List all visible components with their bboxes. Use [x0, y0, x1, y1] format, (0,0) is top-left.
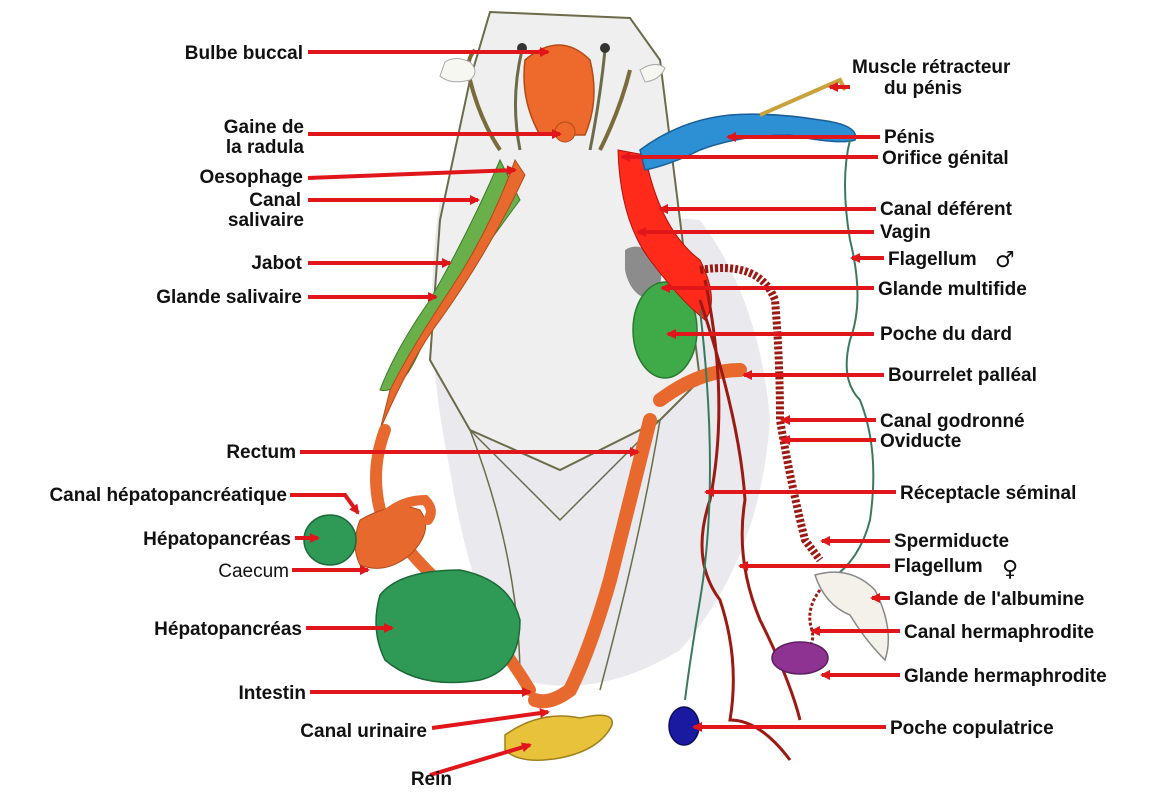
label-muscle-retracteur-line1: Muscle rétracteur — [852, 57, 1011, 78]
label-canal-urinaire: Canal urinaire — [300, 721, 427, 742]
label-vagin: Vagin — [880, 222, 931, 243]
hermaphrodite-duct — [805, 590, 820, 650]
label-flagellum-female: Flagellum — [894, 556, 983, 577]
penis-shape — [640, 114, 856, 170]
label-glande-albumine: Glande de l'albumine — [894, 589, 1084, 610]
label-oviducte: Oviducte — [880, 431, 961, 452]
label-canal-hepatopancreatique: Canal hépatopancréatique — [49, 485, 287, 506]
label-canal-hermaphrodite: Canal hermaphrodite — [904, 622, 1094, 643]
label-oesophage: Oesophage — [200, 167, 303, 188]
label-canal-salivaire-line1: Canal — [249, 190, 301, 211]
label-penis: Pénis — [884, 127, 935, 148]
male-symbol: ♂ — [995, 248, 1015, 273]
label-canal-salivaire-line2: salivaire — [228, 210, 304, 231]
stub-left — [440, 59, 475, 82]
label-rein: Rein — [411, 769, 452, 790]
label-intestin: Intestin — [238, 683, 306, 704]
buccal-bulb — [524, 45, 594, 135]
hepatopancreas-large — [376, 570, 520, 683]
label-poche-dard: Poche du dard — [880, 324, 1012, 345]
label-receptacle-seminal: Réceptacle séminal — [900, 483, 1076, 504]
label-hepatopancreas-1: Hépatopancréas — [143, 529, 291, 550]
albumin-gland — [815, 572, 888, 660]
label-glande-multifide: Glande multifide — [878, 279, 1027, 300]
label-jabot: Jabot — [251, 253, 302, 274]
label-gaine-radula-line1: Gaine de — [224, 117, 304, 138]
kidney — [505, 715, 612, 760]
eye-right — [600, 43, 610, 53]
label-rectum: Rectum — [226, 442, 296, 463]
label-canal-godronne: Canal godronné — [880, 411, 1025, 432]
arrow-canal-hepato — [290, 495, 358, 513]
anatomy-illustration — [304, 12, 888, 760]
labels-right: Muscle rétracteur du pénis Pénis Orifice… — [852, 57, 1107, 739]
label-poche-copulatrice: Poche copulatrice — [890, 718, 1054, 739]
label-hepatopancreas-2: Hépatopancréas — [154, 619, 302, 640]
flagellum-male-path — [830, 140, 873, 580]
label-glande-hermaphrodite: Glande hermaphrodite — [904, 666, 1107, 687]
female-symbol: ♀ — [1002, 557, 1018, 582]
label-caecum: Caecum — [218, 561, 289, 582]
label-bulbe-buccal: Bulbe buccal — [185, 43, 303, 64]
hermaphrodite-gland — [772, 642, 828, 674]
label-glande-salivaire: Glande salivaire — [156, 287, 302, 308]
label-orifice-genital: Orifice génital — [882, 148, 1009, 169]
label-muscle-retracteur-line2: du pénis — [884, 78, 962, 99]
label-canal-deferent: Canal déférent — [880, 199, 1013, 220]
label-flagellum-male: Flagellum — [888, 249, 977, 270]
label-spermiducte: Spermiducte — [894, 531, 1009, 552]
label-gaine-radula-line2: la radula — [226, 137, 305, 158]
labels-left: Bulbe buccal Gaine de la radula Oesophag… — [49, 43, 452, 790]
label-bourrelet-palleal: Bourrelet palléal — [888, 365, 1037, 386]
